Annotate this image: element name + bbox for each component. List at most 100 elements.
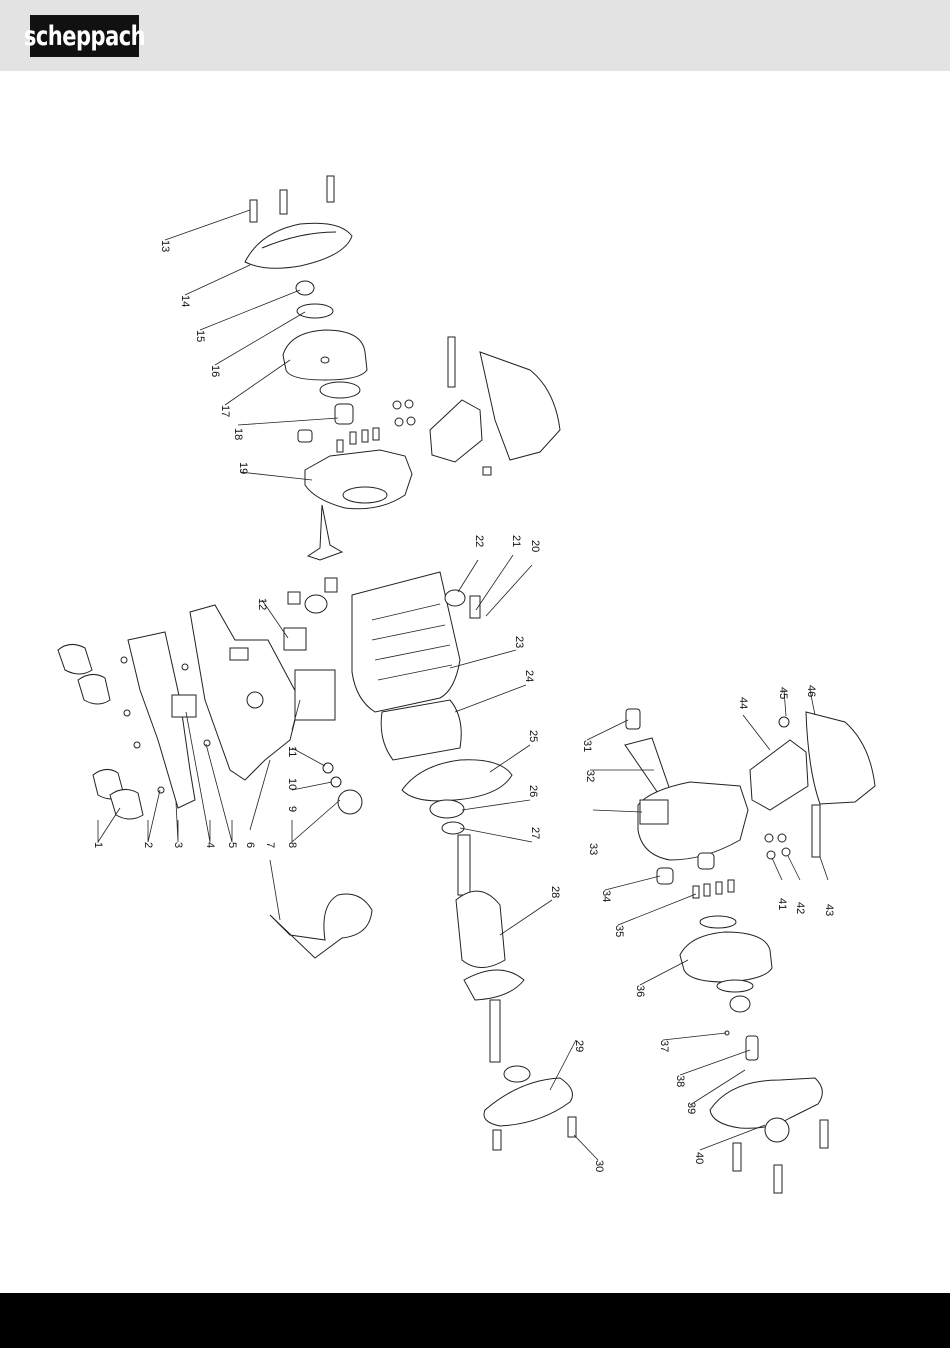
screw-13c-shape xyxy=(327,176,334,202)
page-footer-bar xyxy=(0,1293,950,1348)
part-number-41: 41 xyxy=(776,898,788,910)
nut-42b-shape xyxy=(782,848,790,856)
coupler-shape xyxy=(325,578,337,592)
small-screw-d-shape xyxy=(373,428,379,440)
part-number-43: 43 xyxy=(823,904,835,916)
nut-41b-shape xyxy=(767,851,775,859)
leader-19 xyxy=(240,472,312,480)
part-number-22: 22 xyxy=(473,535,485,547)
part-number-46: 46 xyxy=(805,685,817,697)
base-plate-3-shape xyxy=(128,632,195,808)
part-number-39: 39 xyxy=(685,1102,697,1114)
screw-40b-shape xyxy=(774,1165,782,1193)
part-number-44: 44 xyxy=(737,697,749,709)
base-assembly xyxy=(58,578,372,958)
shaft-28-lower xyxy=(490,1000,500,1062)
foot-1a-shape xyxy=(58,644,92,674)
leader-24 xyxy=(455,685,526,712)
part-number-8: 8 xyxy=(286,842,298,848)
cover-40-shape xyxy=(710,1078,822,1128)
washer-16-shape xyxy=(297,304,333,318)
flange-37-shape xyxy=(730,996,750,1012)
part-number-26: 26 xyxy=(527,785,539,797)
leader-26 xyxy=(462,800,530,810)
part-number-42: 42 xyxy=(794,902,806,914)
part-number-35: 35 xyxy=(613,925,625,937)
screw-30a-shape xyxy=(493,1130,501,1150)
capacitor-shape xyxy=(288,592,300,604)
bearing-22-shape xyxy=(445,590,465,606)
nut-d-shape xyxy=(407,417,415,425)
leader-14 xyxy=(185,265,250,295)
leader-17 xyxy=(225,360,290,405)
part-number-7: 7 xyxy=(264,842,276,848)
screw-30b-shape xyxy=(568,1117,576,1137)
part-labels: 1 2 3 4 5 6 7 8 9 10 11 12 13 14 15 16 1… xyxy=(92,240,835,1172)
bearing-cap-shape xyxy=(305,595,327,613)
bolt-2e-shape xyxy=(182,664,188,670)
part-number-13: 13 xyxy=(159,240,171,252)
nut-10-shape xyxy=(323,763,333,773)
leader-27 xyxy=(460,828,532,842)
guard-33-tab xyxy=(640,800,668,824)
leader-33 xyxy=(593,810,642,812)
nut-42a-shape xyxy=(778,834,786,842)
leader-22 xyxy=(458,560,478,592)
bearing-lower-shape xyxy=(504,1066,530,1082)
part-number-33: 33 xyxy=(587,843,599,855)
part-number-9: 9 xyxy=(286,806,298,812)
part-number-11: 11 xyxy=(286,746,298,757)
small-clip-shape xyxy=(483,467,491,475)
leader-7 xyxy=(270,860,280,920)
part-number-25: 25 xyxy=(527,730,539,742)
switch-5-boss xyxy=(247,692,263,708)
part-number-34: 34 xyxy=(600,890,612,902)
part-number-28: 28 xyxy=(549,886,561,898)
shaft-28-upper xyxy=(458,835,470,895)
leader-36 xyxy=(640,960,688,985)
washer-under-wheel-shape xyxy=(320,382,360,398)
bracket-44-shape xyxy=(750,740,808,810)
long-bolt-shape xyxy=(448,337,455,387)
leader-37 xyxy=(663,1033,726,1040)
part-number-16: 16 xyxy=(209,365,221,377)
nut-a-shape xyxy=(393,401,401,409)
part-number-27: 27 xyxy=(529,827,541,839)
nut-45-shape xyxy=(779,717,789,727)
washer-36b-shape xyxy=(717,980,753,992)
leader-13 xyxy=(165,210,250,240)
end-cover-29-shape xyxy=(484,1078,572,1126)
bolt-43-shape xyxy=(812,805,820,857)
leader-21 xyxy=(476,555,513,610)
part-number-4: 4 xyxy=(204,842,216,848)
screw-13a-shape xyxy=(250,200,257,222)
part-number-5: 5 xyxy=(226,842,238,848)
screw-35c-shape xyxy=(716,882,722,894)
bolt-2b-shape xyxy=(124,710,130,716)
bolt-2f-shape xyxy=(204,740,210,746)
armature-28-shape xyxy=(456,891,505,967)
nut-41a-shape xyxy=(765,834,773,842)
leader-8 xyxy=(292,800,340,842)
leader-42 xyxy=(788,856,800,880)
grinding-wheel-36-shape xyxy=(680,932,772,982)
spark-guard-32-shape xyxy=(625,738,670,796)
bolt-2a-shape xyxy=(121,657,127,663)
part-number-20: 20 xyxy=(529,540,541,552)
part-number-45: 45 xyxy=(777,687,789,699)
part-number-32: 32 xyxy=(584,770,596,782)
bolt-2d-shape xyxy=(158,787,164,793)
small-screw-c-shape xyxy=(362,430,368,442)
part-number-17: 17 xyxy=(219,405,231,417)
shield-bracket-shape xyxy=(430,400,482,462)
leader-44 xyxy=(743,715,770,750)
knob-31-shape xyxy=(626,709,640,729)
part-number-6: 6 xyxy=(244,842,256,848)
part-number-1: 1 xyxy=(92,842,104,848)
switch-5-button xyxy=(230,648,248,660)
stator-24-shape xyxy=(381,700,461,760)
part-number-37: 37 xyxy=(658,1040,670,1052)
nut-b-shape xyxy=(405,400,413,408)
bolt-2c-shape xyxy=(134,742,140,748)
